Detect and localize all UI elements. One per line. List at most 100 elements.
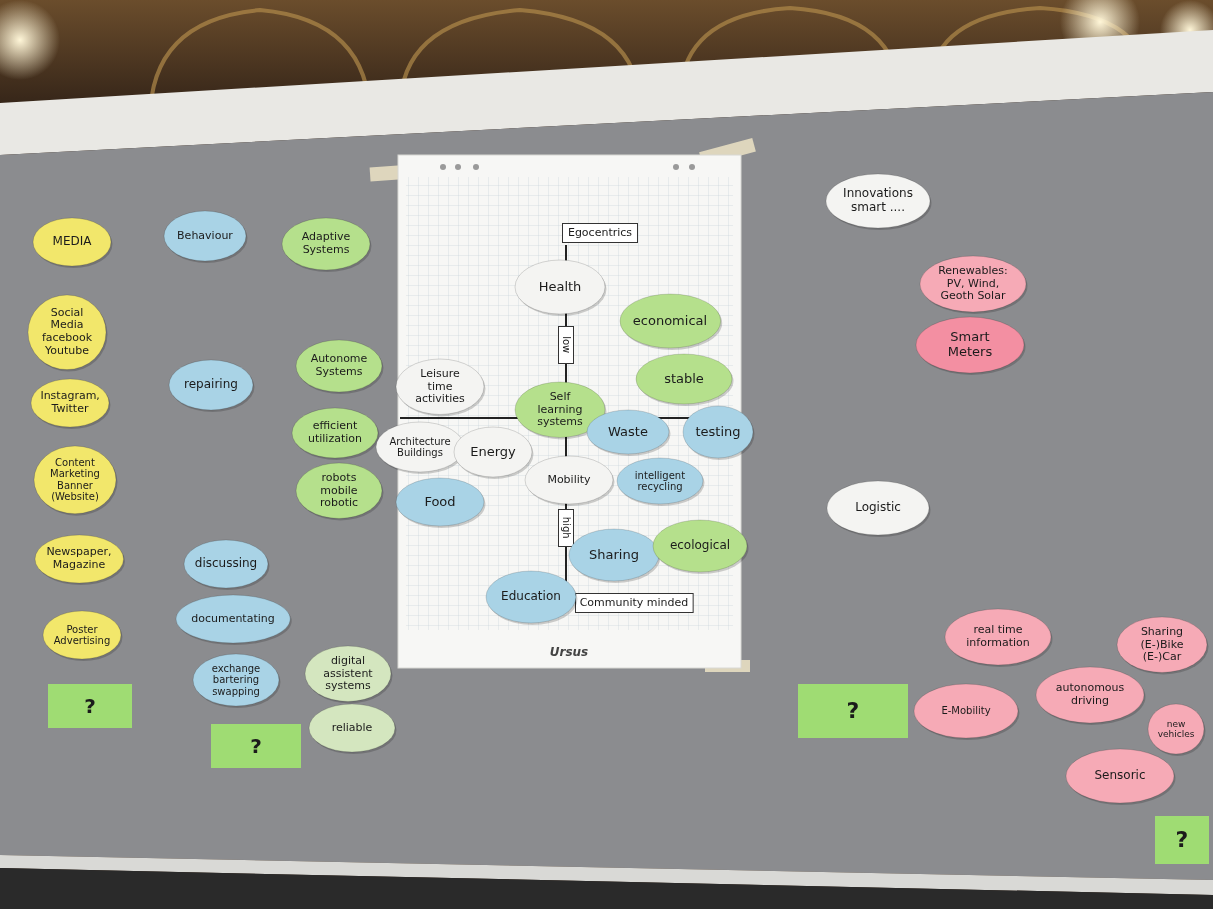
card-oval: Renewables: PV, Wind, Geoth Solar xyxy=(919,255,1027,313)
card-oval: Logistic xyxy=(826,480,930,536)
question-card-shape xyxy=(798,684,908,738)
card-text-group: Sharing xyxy=(580,548,648,563)
card-text: stable xyxy=(648,372,721,387)
card-oval: discussing xyxy=(183,539,269,589)
card-oval-outline xyxy=(376,422,464,472)
card-text: Smart Meters xyxy=(929,330,1010,360)
card-text-group: Social Mediafacebook Youtube xyxy=(37,307,96,358)
card-oval-outline xyxy=(1066,749,1174,803)
card-text: Banner (Website) xyxy=(44,480,106,503)
card-text: Instagram, Twitter xyxy=(40,390,99,415)
card-text: (E-)Bike xyxy=(1128,639,1196,652)
card-oval: MEDIA xyxy=(32,217,112,267)
card-oval: Sharing(E-)Bike(E-)Car xyxy=(1116,616,1208,673)
card-text-group: ? xyxy=(84,695,96,718)
paper-hole xyxy=(440,164,446,170)
card-text-group: low xyxy=(560,326,572,364)
card-oval: stable xyxy=(635,353,733,405)
card-oval: Content MarketingBanner (Website) xyxy=(33,445,117,515)
card-oval: Architecture Buildings xyxy=(375,421,465,473)
card-text: E-Mobility xyxy=(927,705,1005,717)
card-oval-outline xyxy=(827,481,929,535)
card-text-group: Waste xyxy=(597,425,659,440)
card-oval: Smart Meters xyxy=(915,316,1025,374)
card-oval-outline xyxy=(33,218,111,266)
card-text: autonomous driving xyxy=(1049,682,1130,707)
card-text: Sharing xyxy=(1128,626,1196,639)
card-text-group: Sensoric xyxy=(1079,769,1160,783)
card-text-group: Sharing(E-)Bike(E-)Car xyxy=(1128,626,1196,664)
card-text: discussing xyxy=(194,557,258,571)
card-text: repairing xyxy=(179,378,243,392)
card-text-group: Adaptive Systems xyxy=(293,231,360,256)
card-oval-outline xyxy=(486,571,576,623)
card-text: Waste xyxy=(597,425,659,440)
card-text: Community minded xyxy=(580,597,689,610)
card-text: ? xyxy=(1176,827,1189,852)
paper-hole xyxy=(473,164,479,170)
card-text-group: ? xyxy=(250,735,262,758)
card-text: exchange bartering swapping xyxy=(203,663,268,698)
card-text-group: ? xyxy=(1176,827,1189,852)
card-oval-outline xyxy=(169,360,253,410)
card-text-group: Poster Advertising xyxy=(52,624,111,647)
card-oval-outline xyxy=(587,410,669,454)
card-text: low xyxy=(560,326,572,364)
card-oval-outline xyxy=(569,529,659,581)
card-oval: robots mobile robotic xyxy=(295,462,383,519)
card-text-group: robots mobile robotic xyxy=(306,472,371,510)
card-oval: digital assistent systems xyxy=(304,645,392,702)
card-text-group: ecological xyxy=(664,539,735,553)
paper-hole xyxy=(455,164,461,170)
card-text: MEDIA xyxy=(42,235,101,249)
card-oval: ecological xyxy=(652,519,748,573)
card-text: Architecture Buildings xyxy=(387,436,454,459)
card-text-group: stable xyxy=(648,372,721,387)
card-oval-outline xyxy=(515,260,605,314)
card-text-group: Renewables: PV, Wind, Geoth Solar xyxy=(933,265,1013,303)
card-text: Sensoric xyxy=(1079,769,1160,783)
question-card: ? xyxy=(1155,816,1209,864)
card-text: efficient utilization xyxy=(302,420,367,445)
pinboard xyxy=(0,92,1213,880)
card-oval-outline xyxy=(525,456,613,504)
card-text: Self learning systems xyxy=(526,391,594,429)
card-text: Content Marketing xyxy=(44,457,106,480)
card-oval: repairing xyxy=(168,359,254,411)
card-oval-outline xyxy=(826,174,930,228)
axis-box-shape xyxy=(559,510,574,547)
card-text: new vehicles xyxy=(1155,719,1198,740)
card-oval-outline xyxy=(653,520,747,572)
card-text-group: Newspaper, Magazine xyxy=(45,546,112,571)
card-text: digital assistent systems xyxy=(315,655,380,693)
card-oval-outline xyxy=(1117,617,1207,672)
card-oval-outline xyxy=(292,408,378,458)
card-oval-outline xyxy=(184,540,268,588)
card-text-group: Smart Meters xyxy=(929,330,1010,360)
paper-hole xyxy=(673,164,679,170)
card-oval-outline xyxy=(43,611,121,659)
axis-box-shape xyxy=(563,224,638,243)
card-oval-outline xyxy=(164,211,246,261)
card-text: intelligent recycling xyxy=(627,470,692,493)
card-text-group: Instagram, Twitter xyxy=(40,390,99,415)
card-text-group: repairing xyxy=(179,378,243,392)
card-text: Sharing xyxy=(580,548,648,563)
card-oval: economical xyxy=(619,293,722,349)
card-text-group: digital assistent systems xyxy=(315,655,380,693)
card-oval-outline xyxy=(916,317,1024,373)
card-text-group: Leisure time activities xyxy=(407,368,474,406)
card-oval-outline xyxy=(35,535,124,583)
card-text-group: exchange bartering swapping xyxy=(203,663,268,698)
card-text: ? xyxy=(250,735,262,758)
card-text-group: Community minded xyxy=(580,597,689,610)
card-text-group: Egocentrics xyxy=(568,227,632,240)
card-oval-outline xyxy=(296,463,382,518)
card-text: documentating xyxy=(190,613,276,626)
floor xyxy=(0,868,1213,909)
card-text-group: testing xyxy=(691,425,744,440)
card-text: robots mobile robotic xyxy=(306,472,371,510)
card-oval: efficient utilization xyxy=(291,407,379,459)
card-text: testing xyxy=(691,425,744,440)
card-text-group: economical xyxy=(632,314,708,329)
